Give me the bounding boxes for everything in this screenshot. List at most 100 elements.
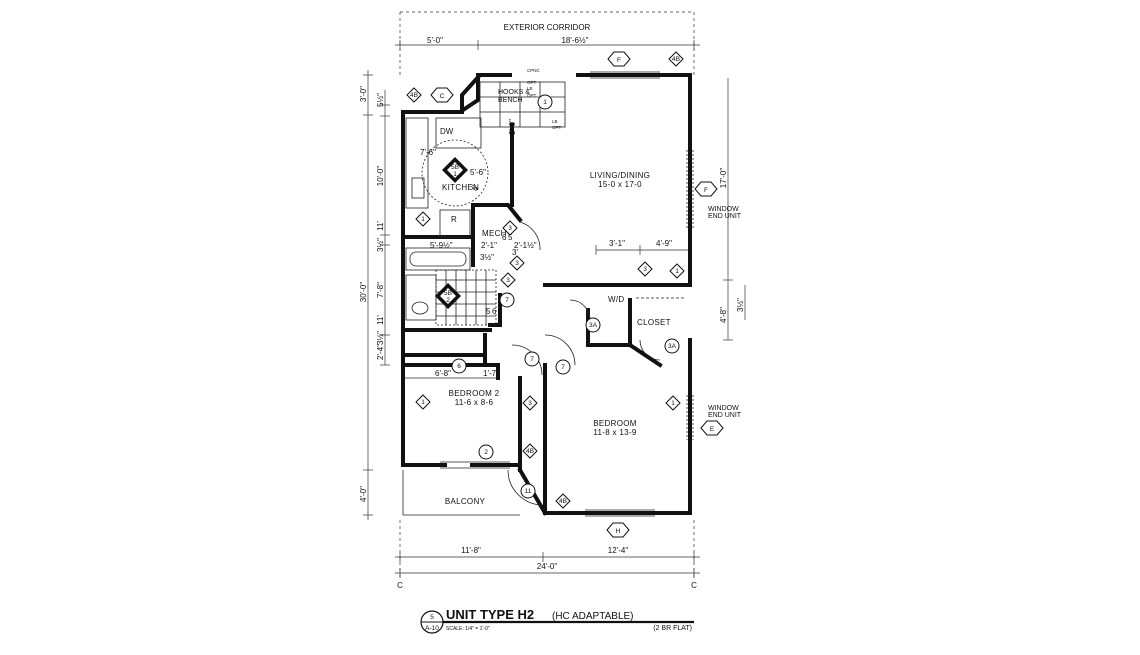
dim-bed2-68: 6'-8" xyxy=(435,369,451,378)
refrigerator-label: R xyxy=(451,215,457,224)
dim-left-30ft: 30'-0" xyxy=(359,282,368,303)
dim-kitchen-76: 7'-6" xyxy=(420,148,436,157)
dim-bath-59: 5'-9½" xyxy=(430,241,453,250)
diamond-tag-1a: 1 xyxy=(421,216,425,223)
lb-label-2: LB xyxy=(552,119,558,124)
dim-left-11a: 11' xyxy=(376,221,385,231)
diamond-tag-3b: 3 xyxy=(515,260,519,267)
dimension-lines xyxy=(363,11,746,580)
unit-flat-type: (2 BR FLAT) xyxy=(653,625,692,632)
lb-label-1: LB xyxy=(527,86,533,91)
circle-tag-7c: 7 xyxy=(561,364,565,371)
dim-bath-b5b: 5 xyxy=(486,307,491,316)
hex-tag-f-top: F xyxy=(617,57,621,64)
dim-bath-c6: 6 xyxy=(492,307,497,316)
dim-kitchen-4: 4' xyxy=(471,185,480,191)
living-dining-label: LIVING/DINING xyxy=(590,171,650,180)
kitchen-label: KITCHEN xyxy=(442,183,479,192)
dim-top-right: 18'-6½" xyxy=(561,36,588,45)
diamond-tags: 4B 4B 4B 4B 1 1 1 1 3 3 3 3 3 xyxy=(406,51,685,509)
dim-bottom-124: 12'-4" xyxy=(608,546,629,555)
circle-tag-7b: 7 xyxy=(530,356,534,363)
hex-tag-f-right: F xyxy=(704,187,708,194)
dim-top-left: 5'-0" xyxy=(427,36,443,45)
dim-bath-211: 2'-1½" xyxy=(514,241,537,250)
dim-mid-49: 4'-9" xyxy=(656,239,672,248)
cpnc-label: CPNC xyxy=(527,68,541,73)
opt-label-3: OPT xyxy=(552,125,562,130)
dim-bottom-24: 24'-0" xyxy=(537,562,558,571)
unit-type-title: UNIT TYPE H2 xyxy=(446,607,534,622)
window-note-bottom-2: END UNIT xyxy=(708,412,742,419)
bedroom-2-label: BEDROOM 2 xyxy=(449,389,500,398)
circle-tag-11: 11 xyxy=(525,488,532,495)
dim-left-3ft: 3'-0" xyxy=(359,86,368,102)
section-cut-tags: 5B 1 5B 2 xyxy=(435,157,468,309)
drawing-scale: SCALE: 1/4" = 1'-0" xyxy=(446,626,490,632)
diamond-tag-4b-1: 4B xyxy=(410,92,418,99)
detail-number: 5 xyxy=(430,614,434,621)
dim-left-3b: 3½" xyxy=(376,238,385,252)
sheet-number: A-10 xyxy=(425,625,439,632)
dim-left-5in: 5½" xyxy=(376,93,385,107)
opt-label-2: OPT xyxy=(527,93,537,98)
hexagon-tags: C F F E H xyxy=(430,51,724,538)
dim-left-7ft: 7'-8" xyxy=(376,282,385,298)
bedroom-size: 11-8 x 13-9 xyxy=(593,428,636,437)
living-dining-size: 15-0 x 17-0 xyxy=(598,180,642,189)
dim-bed2-17: 1'-7" xyxy=(483,369,499,378)
dim-left-10ft: 10'-0" xyxy=(376,166,385,187)
window-note-top-1: WINDOW xyxy=(708,206,739,213)
washer-dryer-label: W/D xyxy=(608,295,624,304)
dim-left-11b: 11' xyxy=(376,315,385,325)
circle-tag-6: 6 xyxy=(457,363,461,370)
dim-left-3c: 3½" xyxy=(376,331,385,345)
dim-bath-b6: 6 xyxy=(502,233,507,242)
bedroom-label: BEDROOM xyxy=(593,419,636,428)
walls xyxy=(401,73,692,516)
circle-tag-7a: 7 xyxy=(505,297,509,304)
dim-bath-3b: 3' xyxy=(512,248,518,257)
dim-right-17ft: 17'-0" xyxy=(719,168,728,189)
dim-kitchen-56: 5'-6" xyxy=(470,168,486,177)
circle-tags: 1 2 6 7 7 7 11 3A 3A xyxy=(451,94,680,499)
dim-right-3in: 3½" xyxy=(736,298,745,312)
grid-marker-right: C xyxy=(691,581,697,590)
diamond-tag-4b-3: 4B xyxy=(526,448,534,455)
bench-label: BENCH xyxy=(498,97,523,104)
dim-right-48: 4'-8" xyxy=(719,307,728,323)
diamond-tag-3a: 3 xyxy=(508,225,512,232)
dim-bath-b5: 5 xyxy=(508,233,513,242)
grid-marker-left: C xyxy=(397,581,403,590)
diamond-tag-1b: 1 xyxy=(675,268,679,275)
closet-label: CLOSET xyxy=(637,318,671,327)
kitchen-section-tag-a: 5B xyxy=(451,164,459,171)
circle-tag-3a-1: 3A xyxy=(589,322,598,329)
dim-mid-31: 3'-1" xyxy=(609,239,625,248)
dim-bath-312: 3½" xyxy=(480,253,494,262)
title-block: 5 A-10 UNIT TYPE H2 (HC ADAPTABLE) SCALE… xyxy=(420,607,694,634)
exterior-corridor-label: EXTERIOR CORRIDOR xyxy=(504,23,591,32)
diamond-tag-4b-4: 4B xyxy=(559,498,567,505)
circle-tag-3a-2: 3A xyxy=(668,343,677,350)
unit-type-subtitle: (HC ADAPTABLE) xyxy=(552,611,634,622)
kitchen-section-tag-b: 1 xyxy=(453,171,457,178)
circle-tag-1: 1 xyxy=(543,99,547,106)
bath-section-tag-a: 5B xyxy=(444,290,452,297)
dim-left-4ft: 4'-0" xyxy=(359,486,368,502)
diamond-tag-3e: 3 xyxy=(528,400,532,407)
diamond-tag-3c: 3 xyxy=(506,277,510,284)
dim-kitchen-30: 3'-0" xyxy=(508,119,517,135)
hex-tag-e: E xyxy=(710,426,715,433)
dw-label: DW xyxy=(440,127,454,136)
mech-label: MECH xyxy=(482,229,507,238)
window-note-bottom-1: WINDOW xyxy=(708,405,739,412)
diamond-tag-1c: 1 xyxy=(421,399,425,406)
opt-label-1: OPT xyxy=(527,80,537,85)
diamond-tag-4b-2: 4B xyxy=(672,56,680,63)
bedroom-2-size: 11-6 x 8-6 xyxy=(455,398,494,407)
circle-tag-2: 2 xyxy=(484,449,488,456)
dim-bottom-118: 11'-8" xyxy=(461,546,481,555)
hooks-label: HOOKS & xyxy=(498,89,530,96)
balcony-label: BALCONY xyxy=(445,497,486,506)
